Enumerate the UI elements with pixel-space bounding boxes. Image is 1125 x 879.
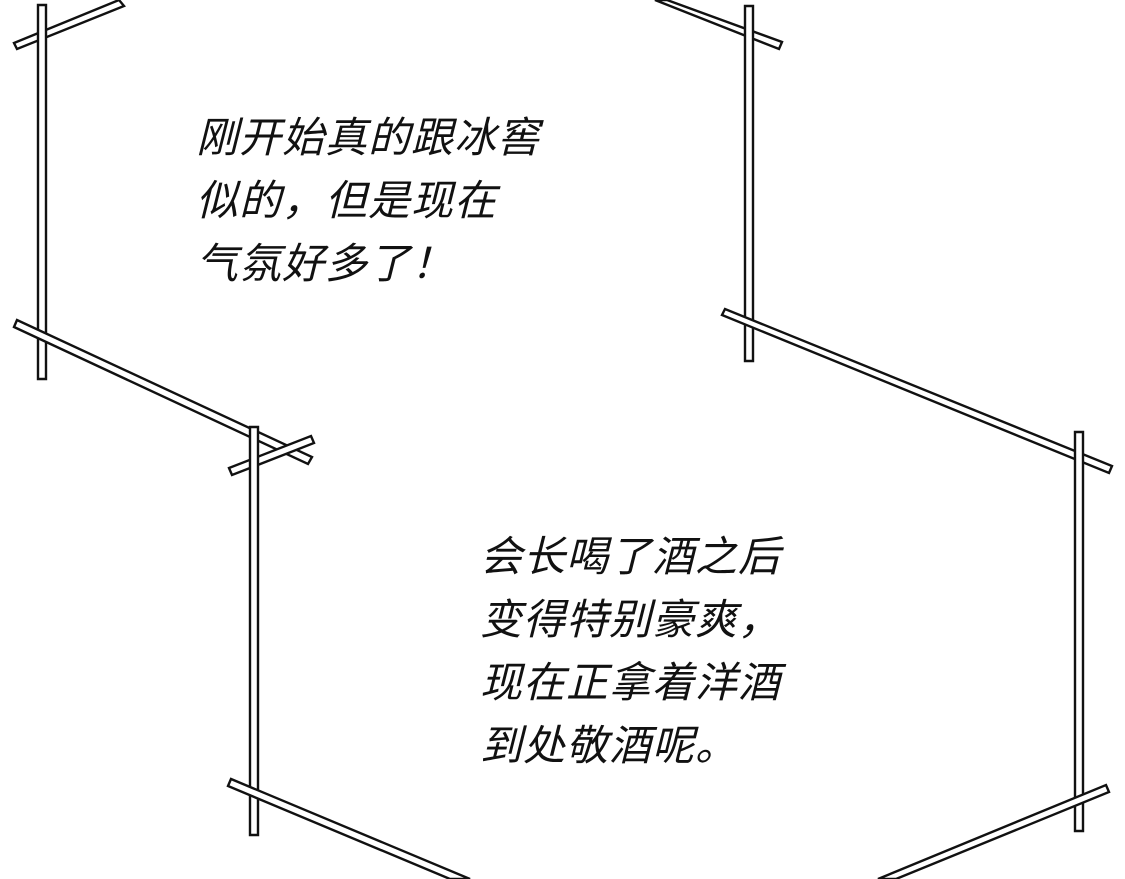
frame-bar bbox=[12, 0, 126, 51]
frame-bar bbox=[12, 318, 314, 466]
caption-line: 会长喝了酒之后 bbox=[480, 532, 782, 581]
caption-line: 现在正拿着洋酒 bbox=[480, 658, 782, 707]
caption-line: 气氛好多了！ bbox=[196, 239, 455, 288]
caption-line: 到处敬酒呢。 bbox=[480, 721, 739, 770]
caption-text-1: 刚开始真的跟冰窖 似的，但是现在 气氛好多了！ bbox=[196, 106, 540, 295]
frame-bar bbox=[720, 307, 1114, 475]
frame-bar bbox=[743, 4, 755, 363]
caption-line: 变得特别豪爽， bbox=[480, 595, 782, 644]
caption-text-2: 会长喝了酒之后 变得特别豪爽， 现在正拿着洋酒 到处敬酒呢。 bbox=[480, 525, 781, 777]
frame-bar bbox=[877, 783, 1111, 879]
frame-top-right bbox=[654, 0, 1114, 475]
frame-bar bbox=[248, 425, 260, 837]
frame-bottom-left bbox=[226, 425, 471, 879]
frame-bar bbox=[226, 777, 471, 879]
frame-top-left bbox=[12, 0, 314, 466]
frame-bar bbox=[36, 3, 48, 381]
caption-line: 似的，但是现在 bbox=[196, 176, 498, 225]
frame-bar bbox=[1073, 430, 1085, 833]
frame-bottom-right bbox=[877, 430, 1111, 879]
frame-bar bbox=[654, 0, 784, 51]
caption-line: 刚开始真的跟冰窖 bbox=[196, 113, 541, 162]
